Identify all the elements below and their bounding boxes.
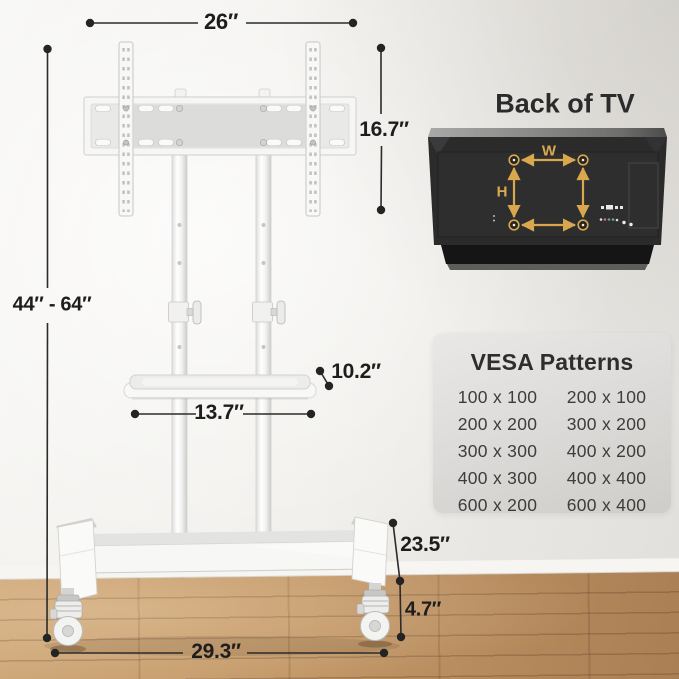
vesa-width-label: W: [541, 142, 557, 160]
base-beam: [83, 530, 373, 574]
tv-stand: [49, 41, 390, 646]
dim-shelf-depth: 10.2″: [331, 360, 381, 383]
vesa-pattern-item: 200 x 100: [566, 387, 647, 407]
floor-shadows: [44, 636, 400, 656]
base-legs: [56, 516, 389, 604]
vesa-pattern-item: 300 x 200: [566, 414, 647, 434]
tv-ports: [493, 205, 633, 227]
dim-caster-height: 4.7″: [404, 598, 442, 621]
vesa-pattern-item: 400 x 200: [566, 441, 647, 461]
caster-wheel: [49, 588, 83, 646]
vesa-pattern-item: 400 x 300: [457, 468, 538, 488]
vesa-patterns-panel: VESA Patterns 100 x 100 200 x 100 200 x …: [433, 333, 671, 516]
dim-height-range: 44″ - 64″: [12, 293, 92, 316]
vesa-patterns-list: 100 x 100 200 x 100 200 x 200 300 x 200 …: [443, 387, 661, 516]
vesa-square-arrows: [507, 153, 590, 232]
vesa-patterns-title: VESA Patterns: [470, 349, 634, 375]
vesa-pattern-item: 400 x 400: [566, 468, 647, 488]
height-adjust-knobs: [168, 300, 286, 325]
media-shelf: [123, 374, 317, 400]
back-of-tv-title: Back of TV: [495, 88, 635, 119]
vesa-rails: [118, 41, 321, 217]
vesa-height-label: H: [496, 183, 508, 201]
dim-bracket-width: 26″: [203, 9, 239, 34]
mount-bracket-plate: [83, 96, 357, 156]
dim-base-width: 29.3″: [191, 640, 241, 663]
dim-base-depth: 23.5″: [400, 533, 450, 556]
vesa-pattern-item: 300 x 300: [457, 441, 538, 461]
dim-shelf-width: 13.7″: [194, 401, 244, 424]
dimension-lines: [46, 22, 402, 654]
dimension-dots: [42, 18, 406, 658]
vesa-pattern-item: 600 x 400: [566, 495, 647, 515]
vesa-screw-holes: [508, 154, 589, 231]
dim-bracket-height: 16.7″: [359, 118, 409, 141]
tv-back-graphic: [428, 128, 667, 270]
vesa-pattern-item: 600 x 200: [457, 495, 538, 515]
tv-port-door: [628, 162, 659, 229]
vesa-pattern-item: 100 x 100: [457, 387, 538, 407]
vesa-pattern-item: 200 x 200: [457, 414, 538, 434]
